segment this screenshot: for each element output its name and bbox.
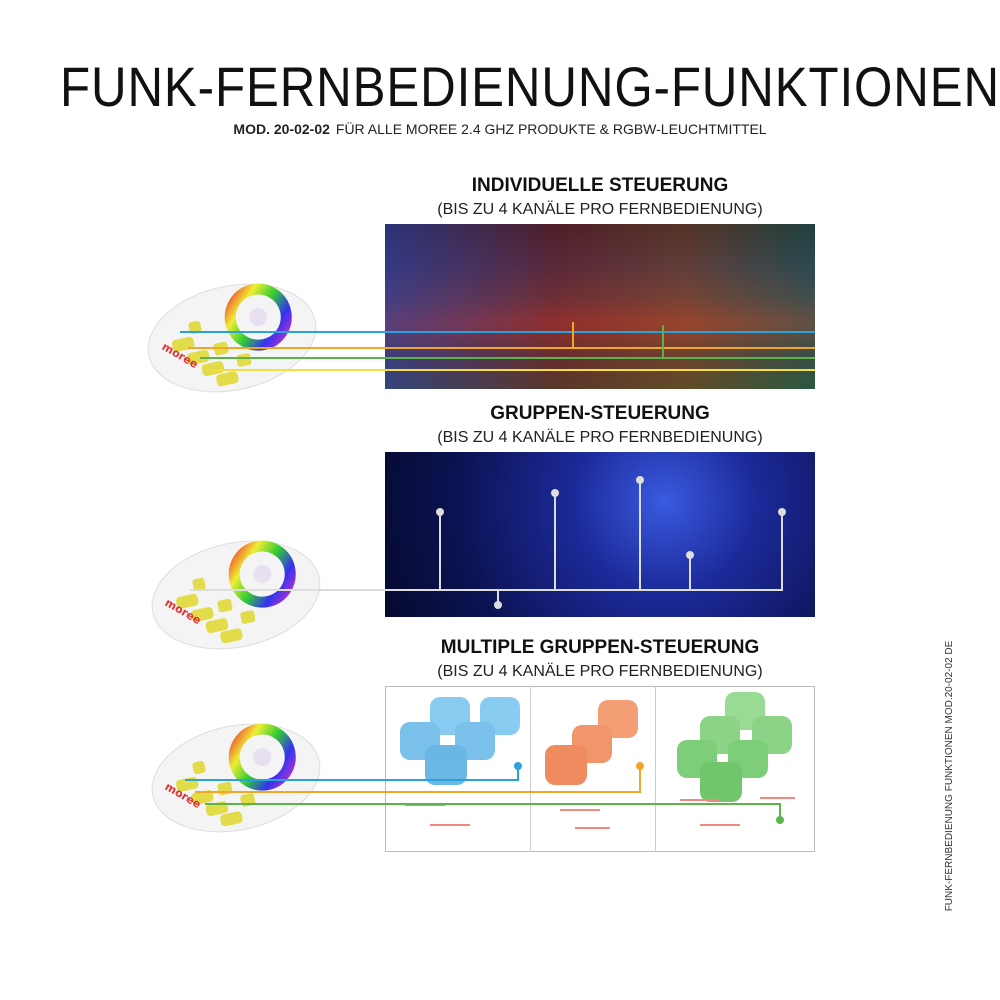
section-2-title: GRUPPEN-STEUERUNG <box>490 403 710 424</box>
section-3-title: MULTIPLE GRUPPEN-STEUERUNG <box>440 637 760 658</box>
subtitle: MOD. 20-02-02 FÜR ALLE MOREE 2.4 GHZ PROD… <box>0 121 1000 138</box>
lamp-group-orange <box>545 700 638 785</box>
lounge-photo <box>385 224 815 389</box>
remote-control-2 <box>142 526 330 663</box>
side-label: FUNK-FERNBEDIENUNG FUNKTIONEN MOD.20-02-… <box>944 640 955 912</box>
section-1-title: INDIVIDUELLE STEUERUNG <box>471 175 729 196</box>
section-1-channel-lines <box>180 322 815 371</box>
section-3-subtitle: (BIS ZU 4 KANÄLE PRO FERNBEDIENUNG) <box>437 663 763 680</box>
section-2-group-lines <box>190 480 783 605</box>
divider <box>530 686 531 852</box>
page-title: FUNK-FERNBEDIENUNG-FUNKTIONEN <box>60 55 1000 118</box>
section-2-subtitle: (BIS ZU 4 KANÄLE PRO FERNBEDIENUNG) <box>437 429 763 446</box>
subtitle-text: FÜR ALLE MOREE 2.4 GHZ PRODUKTE & RGBW-L… <box>335 121 767 137</box>
lamp-group-blue <box>400 697 520 785</box>
lamp-groups-panel <box>385 686 815 852</box>
remote-control-3 <box>142 709 330 846</box>
section-3-channel-lines <box>185 766 781 820</box>
model-number: MOD. 20-02-02 <box>233 121 330 137</box>
lamp-group-green <box>677 692 792 802</box>
divider <box>655 686 656 852</box>
remote-control-1 <box>138 269 326 406</box>
lamp-bases <box>405 797 795 829</box>
section-1-subtitle: (BIS ZU 4 KANÄLE PRO FERNBEDIENUNG) <box>437 201 763 218</box>
